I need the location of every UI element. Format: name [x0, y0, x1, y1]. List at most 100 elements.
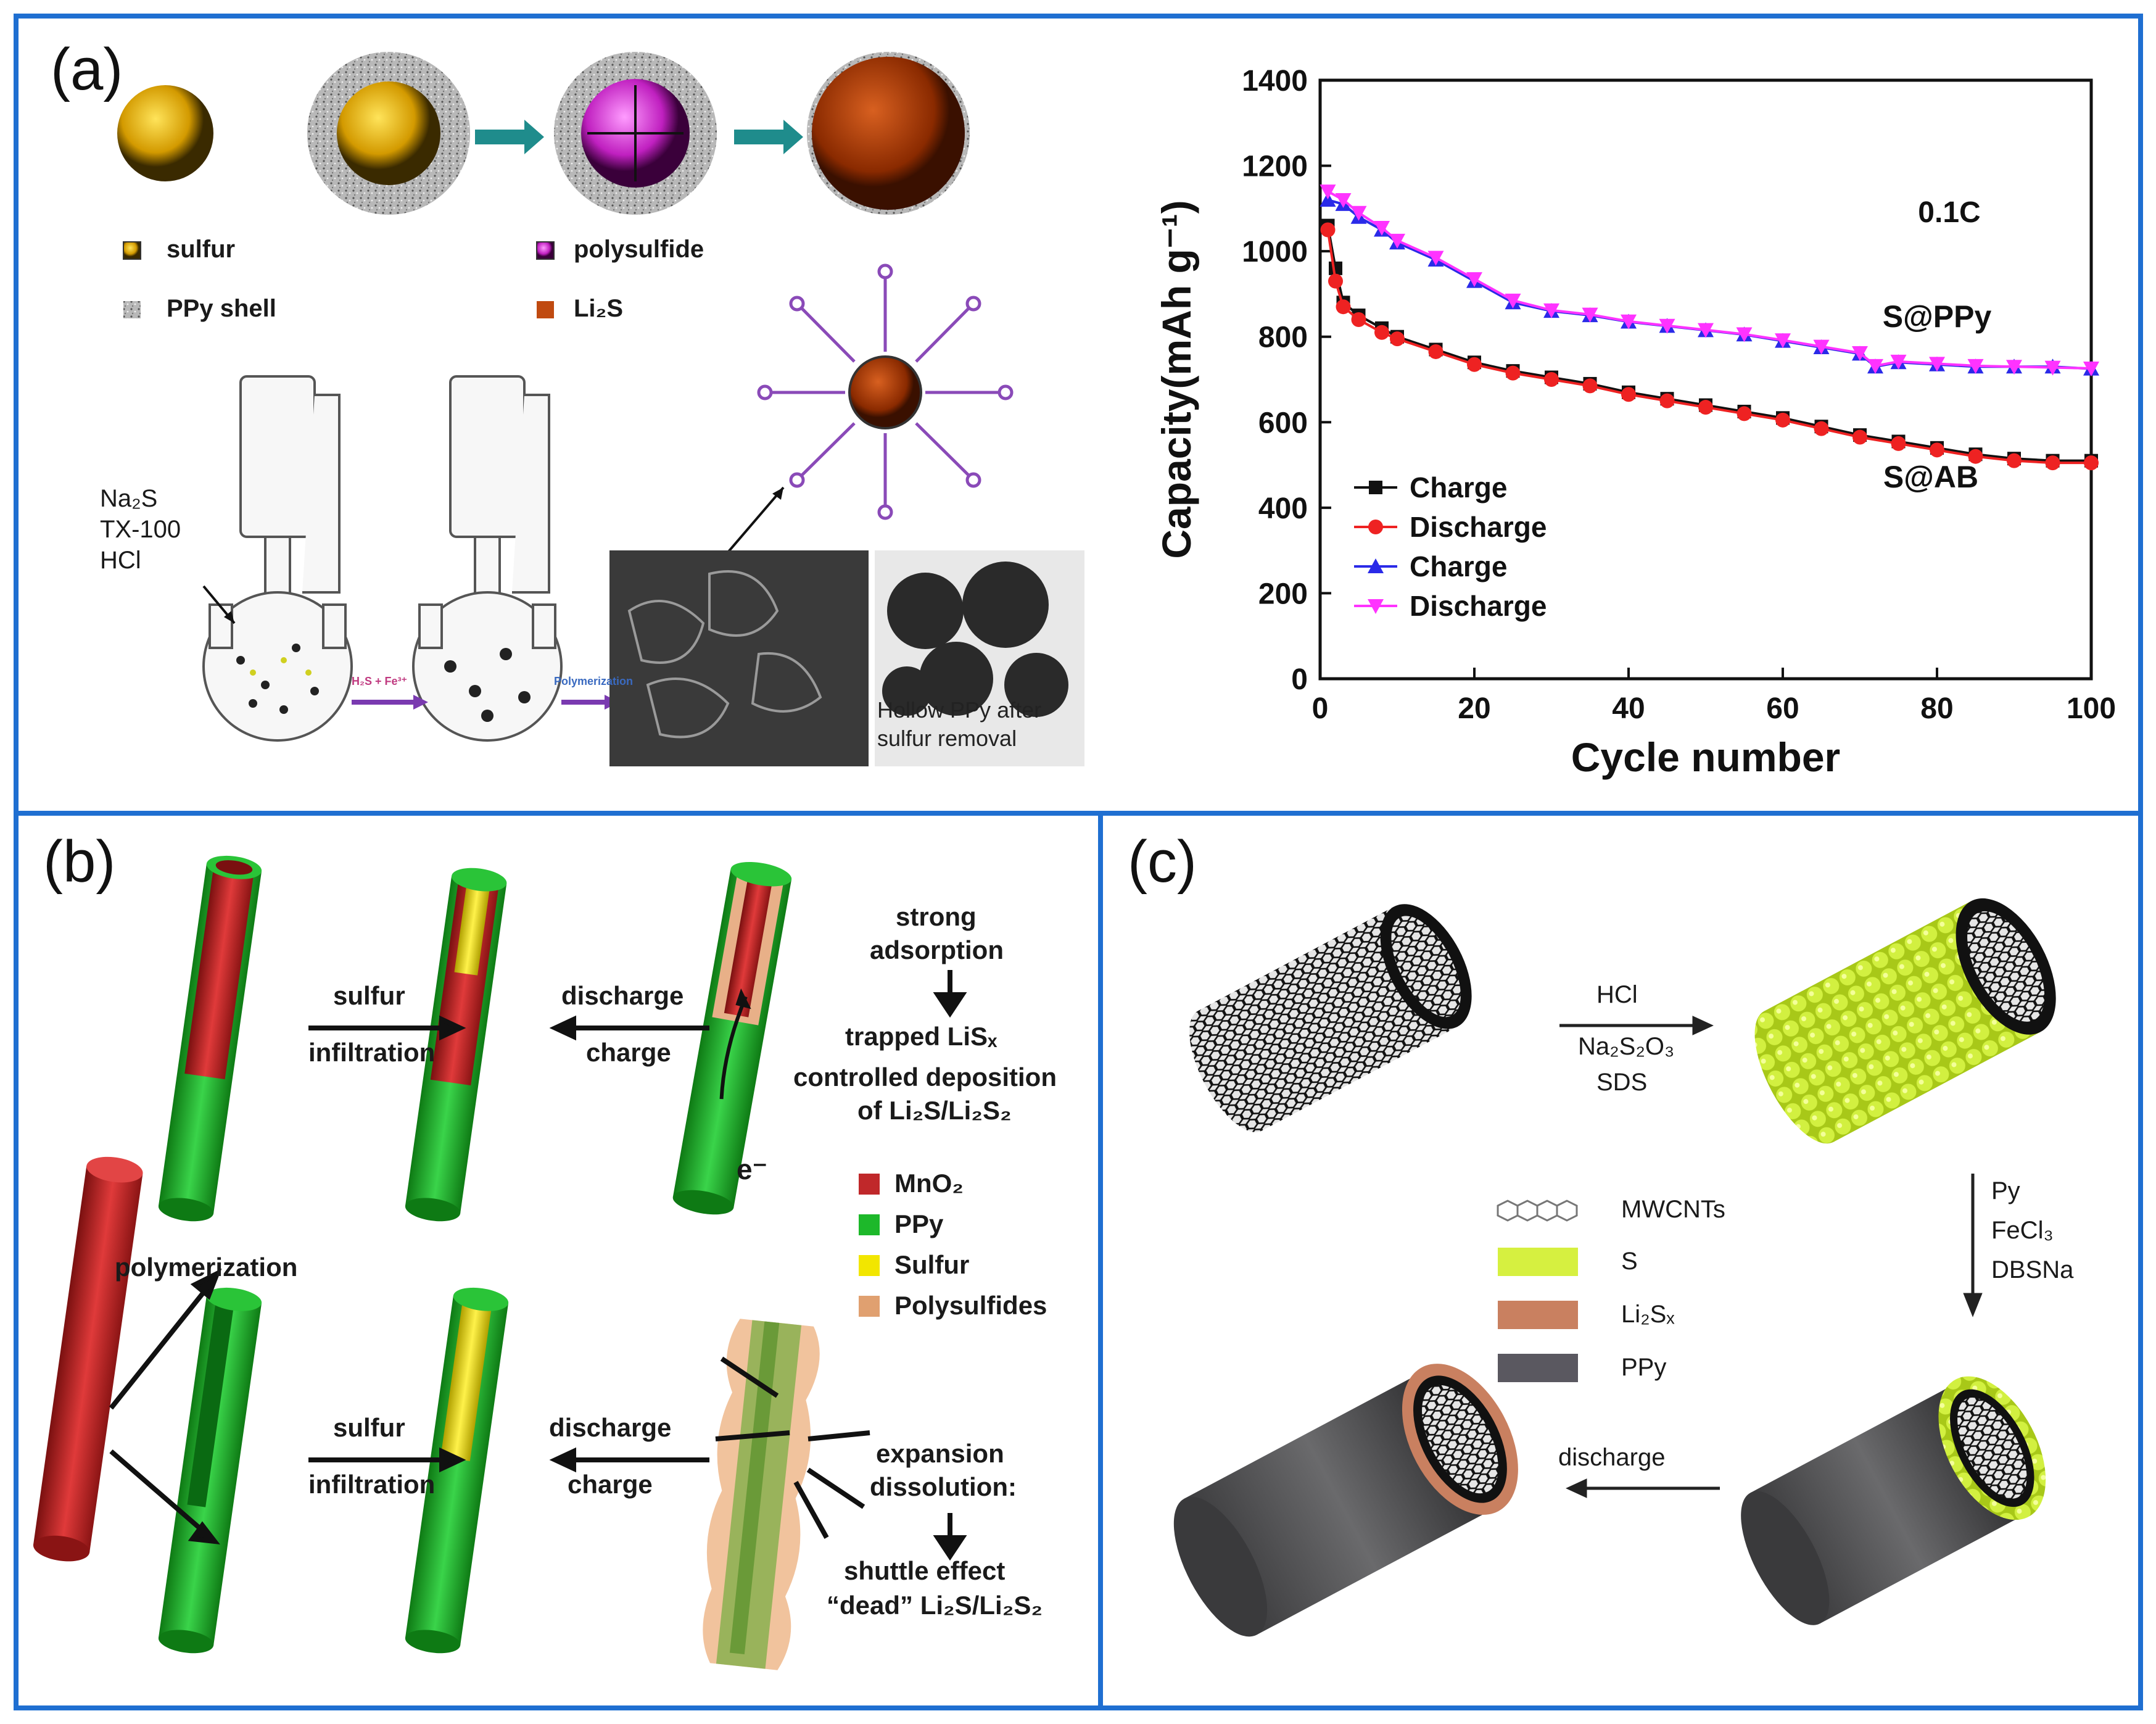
data-point: [1659, 318, 1675, 334]
strong-text-2: adsorption: [870, 935, 1004, 964]
mwcnt-tube: [1189, 904, 1472, 1132]
tube-bottom-3: [703, 1319, 820, 1670]
sab-annotation: S@AB: [1883, 460, 1978, 494]
data-point: [1698, 323, 1714, 338]
data-point: [1374, 325, 1389, 340]
x-tick-label: 100: [2067, 692, 2116, 725]
sulfur-infiltration-bottom-2: infiltration: [308, 1470, 436, 1499]
tube-top-1: [158, 855, 262, 1222]
tube-bottom-2: [405, 1287, 509, 1654]
data-point: [1867, 358, 1883, 374]
step2-reagent-2: FeCl₃: [1991, 1217, 2054, 1244]
strong-text-1: strong: [896, 902, 977, 931]
data-point: [1466, 272, 1482, 288]
y-tick-label: 200: [1258, 578, 1308, 610]
step2-reagent-3: DBSNa: [1991, 1256, 2074, 1283]
tem-caption-1: Hollow PPy after: [877, 697, 1042, 723]
legend-mno2: MnO₂: [894, 1169, 964, 1198]
legend-ppy-shell: PPy shell: [167, 295, 276, 322]
x-tick-label: 0: [1312, 692, 1329, 725]
expansion-text-1: expansion: [876, 1439, 1004, 1468]
sulfur-infiltration-top-1: sulfur: [333, 981, 405, 1010]
tem-caption-2: sulfur removal: [877, 726, 1017, 751]
data-point: [1621, 314, 1637, 329]
legend-label: Discharge: [1410, 590, 1547, 622]
panel-b: (b): [14, 811, 1103, 1710]
data-point: [1890, 354, 1907, 370]
data-point: [1968, 449, 1983, 464]
data-point: [1813, 339, 1830, 355]
legend-marker: [1369, 481, 1382, 494]
polymerization-label: polymerization: [115, 1253, 298, 1282]
arrow-label-2: Polymerization: [554, 675, 634, 687]
legend-polysulfides: Polysulfides: [894, 1291, 1047, 1320]
data-point: [2045, 455, 2060, 471]
panel-a-label: (a): [51, 36, 123, 102]
y-tick-label: 1200: [1242, 151, 1308, 183]
y-tick-label: 800: [1258, 321, 1308, 354]
y-tick-label: 1400: [1242, 65, 1308, 97]
data-point: [1505, 365, 1521, 381]
x-tick-label: 40: [1612, 692, 1645, 725]
cnt-schematic: [1173, 898, 2056, 1637]
legend-ppy-c: PPy: [1621, 1354, 1667, 1381]
arrow-label-1: H₂S + Fe³⁺: [352, 675, 408, 687]
x-axis-label: Cycle number: [1571, 734, 1840, 780]
panel-c: (c): [1098, 811, 2143, 1710]
expansion-text-2: dissolution:: [870, 1472, 1017, 1501]
tube-bottom-1: [158, 1287, 262, 1654]
discharge-top: discharge: [561, 981, 684, 1010]
data-point: [1374, 221, 1390, 236]
y-tick-label: 0: [1291, 663, 1308, 696]
legend-label: Discharge: [1410, 511, 1547, 543]
tube-schematic: [33, 855, 967, 1670]
reagent-3: HCl: [100, 547, 141, 574]
y-tick-label: 1000: [1242, 236, 1308, 268]
step2-reagent-1: Py: [1991, 1177, 2020, 1204]
sem-image: [609, 550, 869, 766]
x-tick-label: 80: [1920, 692, 1953, 725]
sulfur-coated-tube: [1754, 898, 2056, 1144]
data-point: [1390, 331, 1405, 347]
legend-li2sx: Li₂Sₓ: [1621, 1301, 1675, 1328]
step3-label: discharge: [1558, 1444, 1666, 1471]
controlled-text-1: controlled deposition: [793, 1063, 1057, 1092]
legend-marker: [1368, 599, 1384, 614]
data-point: [1775, 412, 1790, 428]
data-point: [1621, 387, 1636, 402]
data-point: [2006, 360, 2022, 375]
legend-mwcnts: MWCNTs: [1621, 1196, 1725, 1223]
reagent-2: TX-100: [100, 516, 181, 543]
data-point: [2083, 361, 2099, 376]
trapped-text: trapped LiSₓ: [845, 1022, 997, 1051]
data-point: [1582, 378, 1598, 394]
data-point: [1967, 358, 1984, 374]
data-point: [1929, 357, 1945, 372]
data-point: [1320, 222, 1336, 238]
data-point: [1335, 193, 1352, 208]
rate-annotation: 0.1C: [1918, 196, 1980, 229]
data-point: [1852, 346, 1868, 362]
data-point: [1698, 400, 1713, 415]
step1-reagent-1: HCl: [1596, 981, 1638, 1008]
panel-a: (a): [14, 14, 2143, 816]
data-point: [1427, 251, 1444, 266]
panel-c-label: (c): [1128, 829, 1197, 895]
data-point: [1428, 344, 1444, 359]
data-point: [1505, 293, 1521, 309]
reagent-1: Na₂S: [100, 485, 158, 512]
y-axis-label: Capacity(mAh g⁻¹): [1154, 200, 1199, 558]
sulfur-infiltration-top-2: infiltration: [308, 1038, 436, 1067]
data-point: [1582, 307, 1598, 323]
x-tick-label: 20: [1458, 692, 1490, 725]
ppy-coated-tube: [1741, 1376, 2046, 1625]
legend-polysulfide: polysulfide: [574, 236, 704, 263]
data-point: [1891, 436, 1906, 451]
plot-frame: [1318, 78, 2093, 681]
data-point: [1389, 233, 1405, 249]
data-point: [1350, 205, 1367, 221]
data-point: [2007, 453, 2022, 468]
charge-bottom: charge: [568, 1470, 653, 1499]
data-point: [1544, 372, 1559, 387]
data-point: [1328, 273, 1343, 289]
